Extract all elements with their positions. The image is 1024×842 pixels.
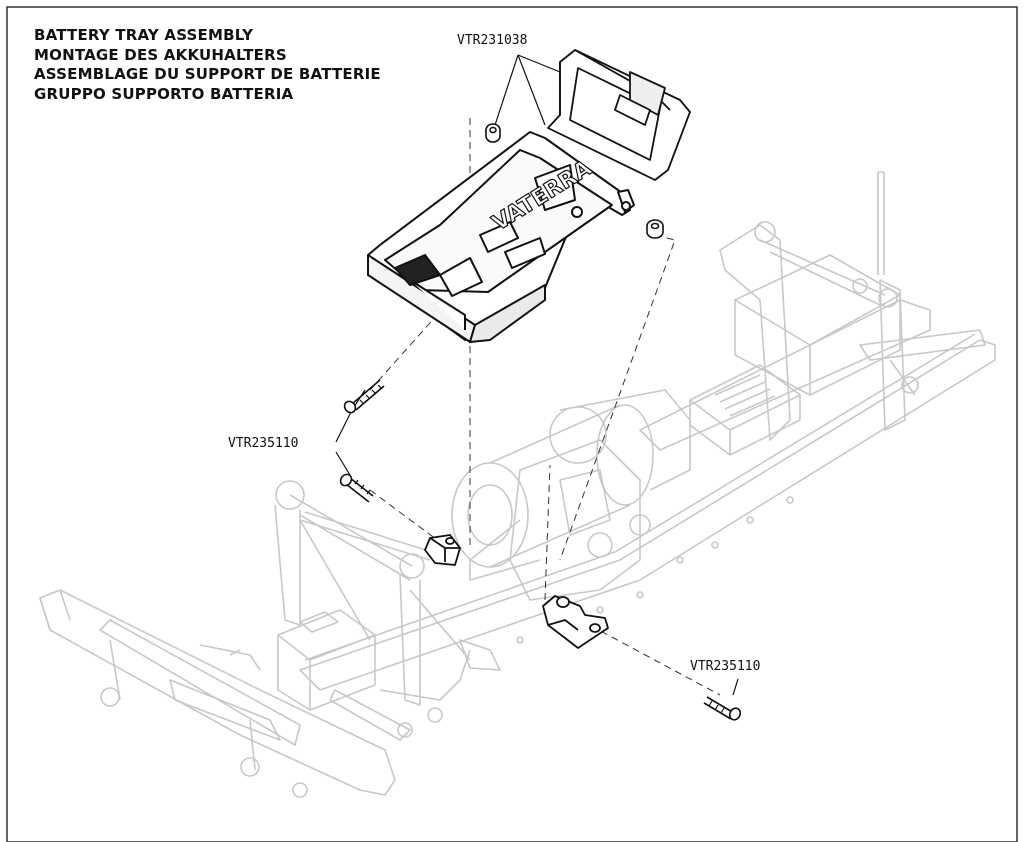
page-frame <box>6 6 1018 842</box>
title-english: BATTERY TRAY ASSEMBLY <box>34 26 254 44</box>
screw-upper-left <box>343 379 385 414</box>
callout-screw-right: VTR235110 <box>690 659 761 674</box>
screw-lower-left <box>339 473 374 503</box>
title-block: BATTERY TRAY ASSEMBLY MONTAGE DES AKKUHA… <box>34 26 381 104</box>
title-french: ASSEMBLAGE DU SUPPORT DE BATTERIE <box>34 65 381 83</box>
bushing-right <box>646 219 664 239</box>
transmission <box>469 439 651 601</box>
rear-mount-bracket <box>542 595 609 649</box>
title-german: MONTAGE DES AKKUHALTERS <box>34 45 287 64</box>
assembly-guides <box>369 118 721 696</box>
bushing-upper <box>485 123 501 143</box>
antenna <box>877 171 885 275</box>
chassis-ghost <box>39 171 996 798</box>
battery-tray <box>367 131 635 343</box>
front-mount-bracket <box>424 534 461 566</box>
frame-rail <box>299 333 996 691</box>
receiver-box <box>734 254 901 396</box>
callout-battery-tray-kit: VTR231038 <box>457 33 528 48</box>
screw-lower-right <box>703 696 742 721</box>
title-italian: GRUPPO SUPPORTO BATTERIA <box>34 84 294 103</box>
battery-strap <box>547 49 691 181</box>
esc-unit <box>689 364 801 456</box>
callout-screw-left: VTR235110 <box>228 436 299 451</box>
motor <box>451 389 691 568</box>
servo <box>277 609 376 711</box>
